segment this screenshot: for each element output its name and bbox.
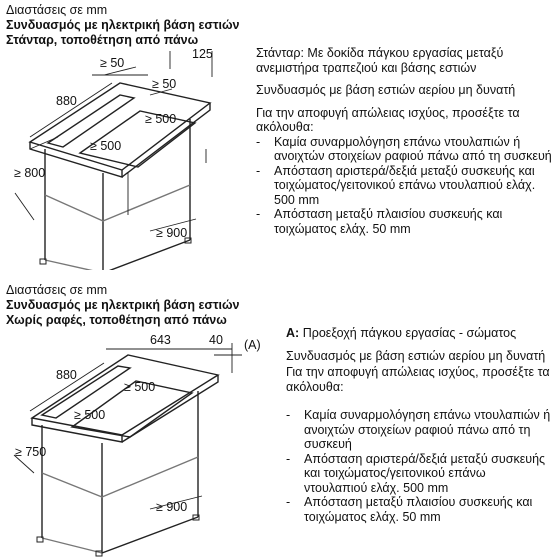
- dim-label-a: (A): [244, 338, 261, 352]
- dim-880: 880: [56, 368, 77, 382]
- section2-header: Διαστάσεις σε mm Συνδυασμός με ηλεκτρική…: [6, 283, 240, 328]
- section2-title: Συνδυασμός με ηλεκτρική βάση εστιών: [6, 298, 240, 312]
- dim-min-50-a: ≥ 50: [100, 56, 124, 70]
- note-a-text: Προεξοχή πάγκου εργασίας - σώματος: [302, 326, 517, 340]
- dim-min-900: ≥ 900: [156, 500, 187, 514]
- note-power-loss: Για την αποφυγή απώλειας ισχύος, προσέξτ…: [286, 365, 550, 394]
- dim-125: 125: [192, 47, 213, 61]
- section2-subtitle: Χωρίς ραφές, τοποθέτηση από πάνω: [6, 313, 227, 327]
- dim-min-900: ≥ 900: [156, 226, 187, 240]
- note-worktop-overhang: A: Προεξοχή πάγκου εργασίας - σώματος: [286, 326, 552, 341]
- note-standard: Στάνταρ: Με δοκίδα πάγκου εργασίας μεταξ…: [256, 46, 504, 75]
- requirements-list: Καμία συναρμολόγηση επάνω ντουλαπιών ή α…: [256, 135, 552, 237]
- section1-header: Διαστάσεις σε mm Συνδυασμός με ηλεκτρική…: [6, 3, 240, 48]
- dim-min-50-b: ≥ 50: [152, 77, 176, 91]
- list-item: Καμία συναρμολόγηση επάνω ντουλαπιών ή α…: [286, 408, 552, 452]
- note-gas-not-possible: Συνδυασμός με βάση εστιών αερίου μη δυνα…: [286, 348, 546, 363]
- list-item: Απόσταση μεταξύ πλαισίου συσκευής και το…: [256, 207, 552, 236]
- section2-diagram: 643 40 (A) 880 ≥ 500 ≥ 500 ≥ 750 ≥ 900: [0, 333, 275, 558]
- section1-title: Συνδυασμός με ηλεκτρική βάση εστιών: [6, 18, 240, 32]
- section1-subtitle: Στάνταρ, τοποθέτηση από πάνω: [6, 33, 199, 47]
- section1-notes: Στάνταρ: Με δοκίδα πάγκου εργασίας μεταξ…: [256, 46, 552, 236]
- dim-min-800: ≥ 800: [14, 166, 45, 180]
- list-item: Καμία συναρμολόγηση επάνω ντουλαπιών ή α…: [256, 135, 552, 164]
- section2-notes: A: Προεξοχή πάγκου εργασίας - σώματος Συ…: [286, 326, 552, 524]
- dim-min-500-a: ≥ 500: [145, 112, 176, 126]
- requirements-list: Καμία συναρμολόγηση επάνω ντουλαπιών ή α…: [286, 408, 552, 524]
- dim-40: 40: [209, 333, 223, 347]
- dimensions-unit-label: Διαστάσεις σε mm: [6, 3, 108, 17]
- dimensions-unit-label: Διαστάσεις σε mm: [6, 283, 108, 297]
- note-gas-not-possible: Συνδυασμός με βάση εστιών αερίου μη δυνα…: [256, 83, 516, 97]
- list-item: Απόσταση αριστερά/δεξιά μεταξύ συσκευής …: [256, 164, 552, 208]
- list-item: Απόσταση μεταξύ πλαισίου συσκευής και το…: [286, 495, 552, 524]
- dim-min-750: ≥ 750: [15, 445, 46, 459]
- note-power-loss: Για την αποφυγή απώλειας ισχύος, προσέξτ…: [256, 105, 520, 135]
- note-key-a: A:: [286, 326, 300, 340]
- list-item: Απόσταση αριστερά/δεξιά μεταξύ συσκευής …: [286, 452, 552, 496]
- dim-min-500-b: ≥ 500: [90, 139, 121, 153]
- dim-880: 880: [56, 94, 77, 108]
- dim-min-500-b: ≥ 500: [74, 408, 105, 422]
- dim-min-500-a: ≥ 500: [124, 380, 155, 394]
- dim-643: 643: [150, 333, 171, 347]
- cabinet-drawing-standard: 125 ≥ 50 ≥ 50 880 ≥ 500 ≥ 500 ≥ 800 ≥ 90…: [14, 47, 213, 270]
- section1-diagram: 125 ≥ 50 ≥ 50 880 ≥ 500 ≥ 500 ≥ 800 ≥ 90…: [0, 45, 245, 270]
- cabinet-drawing-flush: 643 40 (A) 880 ≥ 500 ≥ 500 ≥ 750 ≥ 900: [13, 333, 261, 557]
